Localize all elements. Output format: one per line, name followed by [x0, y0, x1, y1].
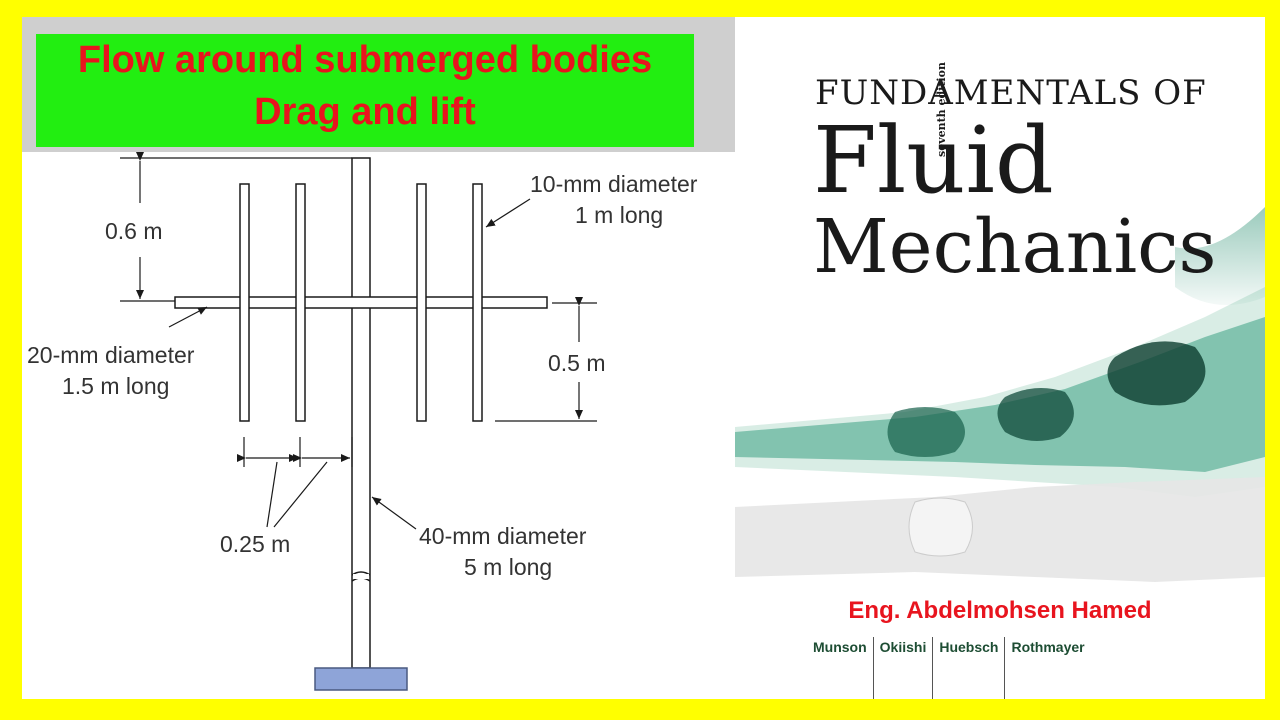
- diagram-panel: Flow around submerged bodies Drag and li…: [22, 17, 735, 699]
- small-rod-1: [239, 183, 250, 422]
- mast: [351, 157, 371, 669]
- title-line-2: Drag and lift: [254, 91, 476, 133]
- crossbar: [174, 296, 548, 309]
- label-mast-length: 5 m long: [464, 554, 552, 580]
- label-spacing: 0.25 m: [220, 531, 290, 557]
- author-name: Huebsch: [932, 637, 1004, 699]
- label-mast-diameter: 40-mm diameter: [419, 523, 587, 549]
- title-line-1: Flow around submerged bodies: [77, 39, 653, 81]
- antenna-diagram: 0.6 m 10-mm diameter 1 m long 20-mm diam…: [27, 152, 698, 691]
- small-rod-4: [472, 183, 483, 422]
- label-crossbar-length: 1.5 m long: [62, 373, 169, 399]
- title-banner: Flow around submerged bodies Drag and li…: [36, 34, 694, 147]
- author-name: Rothmayer: [1004, 637, 1090, 699]
- book-edition: seventh edition: [935, 62, 948, 157]
- book-title-mechanics: Mechanics: [813, 204, 1217, 290]
- mast-break-gap: [353, 574, 369, 579]
- label-height: 0.6 m: [105, 218, 163, 244]
- base-plate: [314, 667, 408, 691]
- small-rod-2: [295, 183, 306, 422]
- authors-row: Munson Okiishi Huebsch Rothmayer: [807, 637, 1091, 699]
- book-title-fluid: Fluid: [813, 107, 1054, 214]
- book-heading: FUNDAMENTALS OF: [815, 73, 1207, 113]
- author-name: Okiishi: [872, 637, 933, 699]
- presenter-name: Eng. Abdelmohsen Hamed: [848, 597, 1152, 624]
- smoke-illustration: [735, 207, 1265, 582]
- label-crossbar-diameter: 20-mm diameter: [27, 342, 195, 368]
- author-name: Munson: [813, 639, 867, 655]
- label-small-rod-diameter: 10-mm diameter: [530, 171, 698, 197]
- label-lower-length: 0.5 m: [548, 350, 606, 376]
- small-rod-3: [416, 183, 427, 422]
- book-cover: FUNDAMENTALS OF Fluid Mechanics seventh …: [735, 17, 1265, 699]
- label-small-rod-length: 1 m long: [575, 202, 663, 228]
